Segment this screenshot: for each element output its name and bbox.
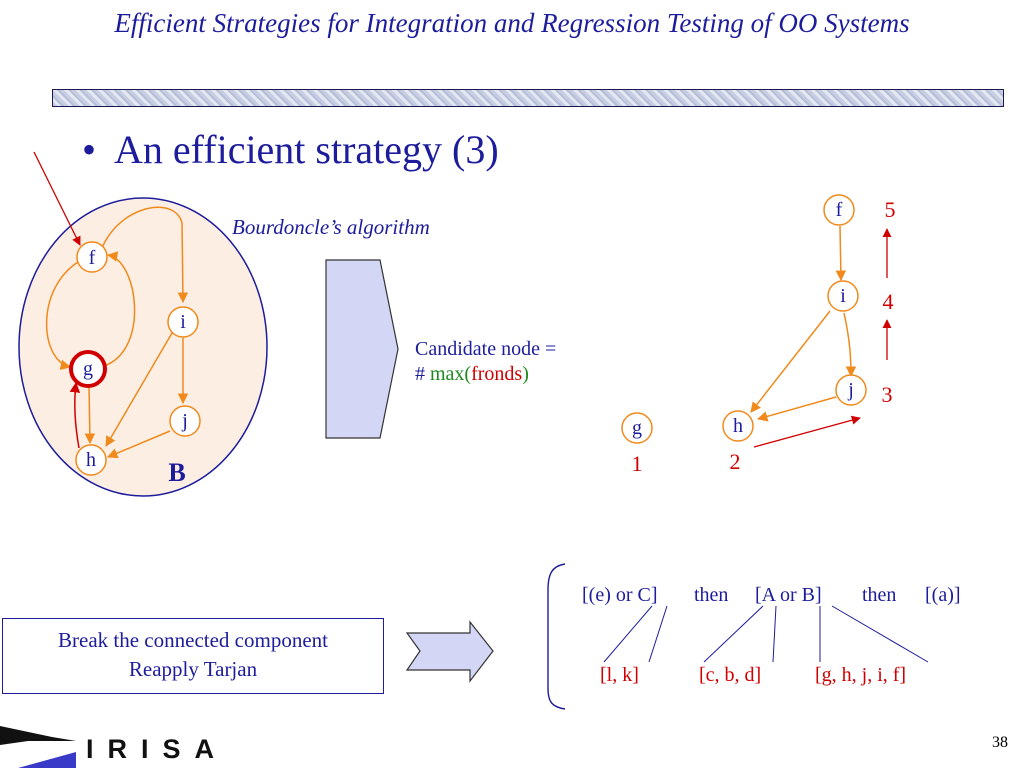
node-r-g: g	[621, 412, 653, 444]
svg-text:j: j	[181, 410, 188, 432]
candidate-max: max(	[430, 363, 472, 385]
node-r-h: h	[722, 410, 754, 442]
node-g-highlighted: g	[69, 350, 107, 388]
candidate-fronds: fronds	[471, 363, 523, 385]
reapply-arrow-icon	[405, 620, 494, 683]
break-line-2: Reapply Tarjan	[128, 657, 258, 681]
left-brace	[547, 563, 566, 710]
irisa-logo-text: IRISA	[86, 734, 229, 764]
result-g-h-j-i-f: [g, h, j, i, f]	[815, 664, 907, 686]
node-i: i	[167, 306, 199, 338]
node-j: j	[169, 405, 201, 437]
svg-text:g: g	[83, 358, 93, 380]
edge-r-i-j	[843, 312, 857, 378]
edge-r-j-h	[756, 396, 837, 422]
node-r-f: f	[823, 194, 855, 226]
order-label-2: 2	[730, 449, 741, 474]
bullet-text: An efficient strategy (3)	[114, 127, 499, 172]
expression-connectors	[603, 605, 929, 663]
bourdoncle-label: Bourdoncle’s algorithm	[232, 215, 430, 239]
component-b-label: B	[168, 458, 185, 487]
candidate-node-text: Candidate node = # max(fronds)	[415, 337, 556, 387]
svg-text:g: g	[632, 417, 642, 439]
irisa-logo-icon	[0, 726, 76, 768]
transform-arrow-icon	[325, 259, 399, 439]
svg-text:i: i	[180, 311, 186, 333]
break-line-1: Break the connected component	[58, 628, 328, 652]
slide-title: Efficient Strategies for Integration and…	[114, 8, 910, 38]
node-f: f	[76, 241, 108, 273]
edge-f-g	[45, 261, 79, 370]
expr-item-e-or-c: [(e) or C]	[582, 584, 658, 606]
title-divider-bar	[52, 89, 1004, 107]
component-b-ellipse	[18, 197, 268, 497]
bullet-heading: • An efficient strategy (3)	[82, 126, 499, 173]
expr-item-then-2: then	[862, 584, 897, 606]
expr-item-a: [(a)]	[925, 584, 961, 606]
svg-text:h: h	[733, 415, 743, 437]
svg-text:f: f	[836, 199, 843, 221]
order-arrow-2-3	[753, 415, 861, 448]
expr-item-then-1: then	[694, 584, 729, 606]
edge-j-h	[107, 430, 171, 459]
expr-item-a-or-b: [A or B]	[755, 584, 822, 606]
break-component-box: Break the connected component Reapply Ta…	[2, 618, 384, 694]
node-r-i: i	[827, 280, 859, 312]
edge-g-f	[103, 251, 136, 367]
candidate-line-1: Candidate node =	[415, 338, 557, 360]
candidate-hash: #	[415, 363, 430, 385]
edge-entry-f	[33, 151, 81, 246]
edge-f-i	[101, 206, 189, 304]
result-l-k: [l, k]	[600, 664, 639, 686]
order-label-4: 4	[883, 289, 894, 314]
edge-h-g-frond	[69, 381, 81, 449]
svg-text:h: h	[86, 449, 96, 471]
page-number: 38	[992, 734, 1008, 751]
edge-g-h	[84, 385, 96, 445]
order-label-3: 3	[882, 382, 893, 407]
candidate-line-2: # max(fronds)	[415, 362, 556, 387]
edge-r-f-i	[835, 225, 847, 282]
edge-r-i-h	[750, 310, 831, 413]
edge-i-h	[105, 332, 173, 447]
order-label-5: 5	[885, 197, 896, 222]
bullet-dot-icon: •	[82, 127, 97, 172]
node-r-j: j	[835, 374, 867, 406]
result-c-b-d: [c, b, d]	[699, 664, 762, 686]
node-h: h	[75, 444, 107, 476]
svg-text:i: i	[840, 285, 846, 307]
order-label-1: 1	[632, 451, 643, 476]
svg-text:j: j	[847, 379, 854, 401]
candidate-close: )	[522, 363, 529, 385]
svg-text:f: f	[89, 247, 96, 269]
